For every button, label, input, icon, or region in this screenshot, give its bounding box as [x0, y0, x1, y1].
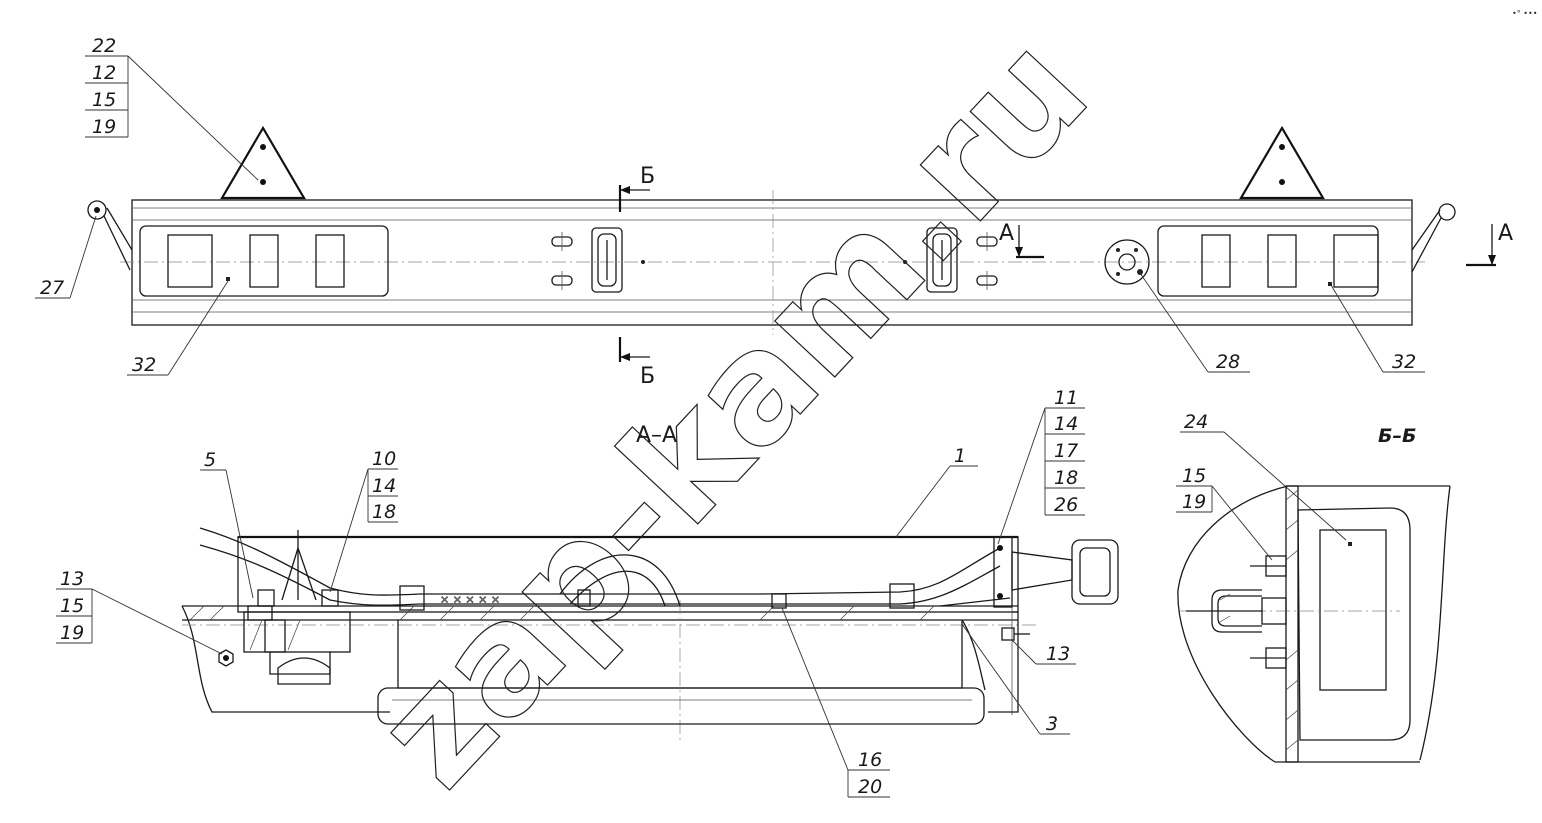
callout-11: 11 14 17 18 26: [997, 387, 1085, 545]
callout-16-num-2: 20: [858, 776, 882, 798]
section-aa: А–А: [181, 423, 1119, 740]
svg-text:× × × × ×: × × × × ×: [440, 593, 500, 606]
callout-16-num: 16: [858, 749, 882, 771]
callout-24-num: 24: [1184, 411, 1208, 433]
callout-3: 3: [961, 623, 1070, 735]
right-tail-lamp: [1157, 225, 1379, 297]
callout-1: 1: [895, 445, 978, 538]
warning-triangle-right: [1239, 125, 1325, 200]
bolt-right: [1001, 627, 1030, 641]
bumper-top-view: Б Б А А: [87, 125, 1513, 389]
callout-22-num-4: 19: [92, 116, 116, 138]
callout-13-right: 13: [1011, 639, 1076, 665]
left-clamp: [243, 530, 351, 685]
cut-label-b-bottom: Б: [640, 364, 655, 389]
callout-16: 16 20: [781, 607, 890, 798]
callout-22: 22 12 15 19: [85, 35, 259, 181]
callout-10-num-3: 18: [372, 501, 396, 523]
callout-28: 28: [1139, 272, 1250, 373]
callout-27: 27: [35, 215, 97, 299]
nut-left: [218, 649, 234, 667]
callout-27-num: 27: [40, 277, 64, 299]
callout-15-num: 15: [1182, 465, 1206, 487]
callout-22-num-3: 15: [92, 89, 116, 111]
callout-11-num-3: 17: [1054, 440, 1078, 462]
cut-line-b: Б Б: [618, 164, 655, 389]
left-tail-lamp: [139, 225, 389, 297]
bb-bolts: [1250, 555, 1287, 669]
callout-32-left-num: 32: [132, 354, 156, 376]
lamp-body: [377, 595, 1019, 725]
watermark: zap-kam.ru: [344, 4, 1121, 820]
callout-13-left: 13 15 19: [56, 568, 223, 655]
callout-10: 10 14 18: [329, 448, 398, 593]
right-plug: [939, 536, 1119, 608]
callout-11-num-5: 26: [1054, 494, 1078, 516]
cut-label-b-top: Б: [640, 164, 655, 189]
section-aa-title: А–А: [636, 423, 677, 448]
cut-label-a-right: А: [1498, 221, 1513, 246]
bb-wall-hatching: [1285, 489, 1299, 751]
cut-label-a-mid: А: [999, 221, 1014, 246]
right-bracket: [1411, 203, 1456, 273]
callout-13-left-num-3: 19: [60, 622, 84, 644]
corner-mark: •° •••: [1512, 9, 1537, 18]
callout-13-left-num-2: 15: [60, 595, 84, 617]
cable-run: × × × × ×: [199, 527, 1001, 611]
callout-24: 24: [1180, 411, 1347, 541]
callout-32-right: 32: [1330, 284, 1425, 373]
callout-11-num-2: 14: [1054, 413, 1078, 435]
section-bb-title: Б–Б: [1378, 425, 1416, 447]
callout-28-num: 28: [1216, 351, 1240, 373]
callout-22-num-2: 12: [92, 62, 116, 84]
callout-5: 5: [200, 449, 254, 599]
section-bb: Б–Б: [1177, 425, 1451, 763]
cut-line-a: А А: [999, 221, 1513, 267]
warning-triangle-left: [220, 125, 306, 200]
callout-11-num: 11: [1054, 387, 1078, 409]
callout-1-num: 1: [954, 445, 966, 467]
electrical-socket: [1104, 239, 1150, 285]
callout-3-num: 3: [1046, 713, 1058, 735]
callout-13-right-num: 13: [1046, 643, 1070, 665]
callout-32-right-num: 32: [1392, 351, 1416, 373]
callout-5-num: 5: [204, 449, 216, 471]
callout-10-num: 10: [372, 448, 396, 470]
callout-15-num-2: 19: [1182, 491, 1206, 513]
callout-32-left: 32: [127, 280, 229, 376]
callout-13-left-num: 13: [60, 568, 84, 590]
bb-connector: [1186, 589, 1287, 633]
callout-10-num-2: 14: [372, 475, 396, 497]
callout-22-num: 22: [92, 35, 116, 57]
callout-11-num-4: 18: [1054, 467, 1078, 489]
mounting-slots: [551, 227, 998, 293]
left-bracket: [87, 200, 133, 271]
callout-15: 15 19: [1176, 465, 1273, 561]
